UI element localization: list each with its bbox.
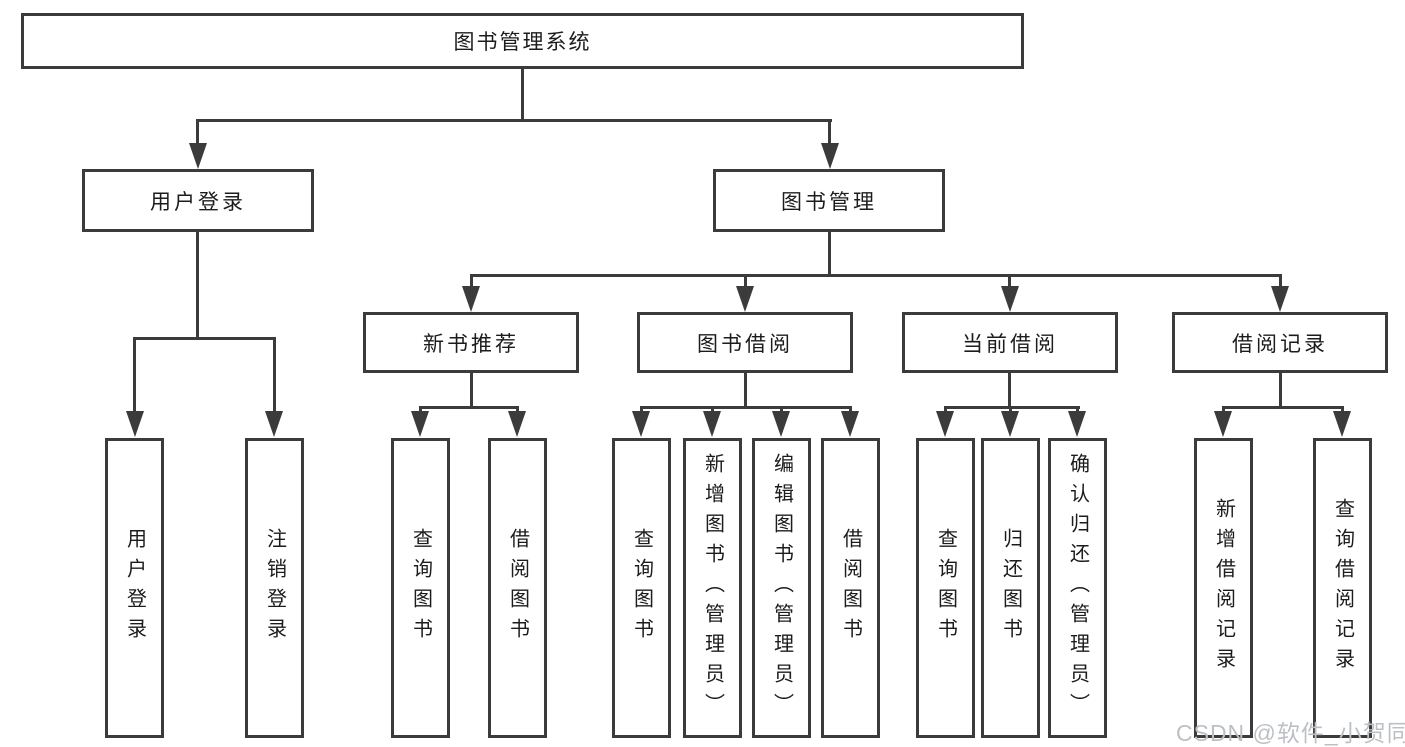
- leaf-borrow-books-recommend: 借阅图书: [488, 438, 547, 738]
- connector-line: [1076, 406, 1079, 415]
- leaf-add-book-admin: 新增图书（管理员）: [683, 438, 742, 738]
- arrow-down-icon: [126, 411, 144, 437]
- arrow-down-icon: [841, 411, 859, 437]
- leaf-edit-book-admin-label: 编辑图书（管理员）: [770, 453, 793, 723]
- connector-line: [744, 274, 747, 288]
- arrow-down-icon: [936, 411, 954, 437]
- node-current-borrow-label: 当前借阅: [962, 332, 1058, 356]
- node-user-login: 用户登录: [82, 169, 314, 232]
- node-root: 图书管理系统: [21, 13, 1024, 69]
- connector-line: [944, 406, 1080, 409]
- connector-line: [134, 337, 276, 340]
- connector-line: [133, 337, 136, 413]
- connector-line: [1279, 274, 1282, 288]
- connector-line: [419, 406, 519, 409]
- leaf-user-login: 用户登录: [105, 438, 164, 738]
- leaf-confirm-return-admin: 确认归还（管理员）: [1048, 438, 1107, 738]
- arrow-down-icon: [772, 411, 790, 437]
- connector-line: [196, 119, 199, 146]
- connector-line: [470, 274, 1282, 277]
- connector-line: [1008, 373, 1011, 409]
- connector-line: [640, 406, 643, 415]
- connector-line: [273, 337, 276, 413]
- leaf-return-book-label: 归还图书: [999, 528, 1022, 648]
- connector-line: [1222, 406, 1344, 409]
- leaf-edit-book-admin: 编辑图书（管理员）: [752, 438, 811, 738]
- connector-line: [196, 232, 199, 340]
- connector-line: [944, 406, 947, 415]
- arrow-down-icon: [265, 411, 283, 437]
- connector-line: [1222, 406, 1225, 415]
- leaf-query-borrow-record-label: 查询借阅记录: [1331, 498, 1354, 678]
- node-new-book-recommend: 新书推荐: [363, 312, 579, 373]
- leaf-borrow-books-recommend-label: 借阅图书: [506, 528, 529, 648]
- leaf-query-books-recommend-label: 查询图书: [409, 528, 432, 648]
- node-book-management: 图书管理: [713, 169, 945, 232]
- connector-line: [744, 373, 747, 409]
- arrow-down-icon: [1068, 411, 1086, 437]
- leaf-add-borrow-record-label: 新增借阅记录: [1212, 498, 1235, 678]
- connector-line: [828, 119, 831, 146]
- connector-line: [521, 69, 524, 120]
- leaf-add-borrow-record: 新增借阅记录: [1194, 438, 1253, 738]
- arrow-down-icon: [632, 411, 650, 437]
- leaf-query-books-current-label: 查询图书: [934, 528, 957, 648]
- connector-line: [470, 373, 473, 409]
- node-book-management-label: 图书管理: [781, 190, 877, 214]
- leaf-user-login-label: 用户登录: [123, 528, 146, 648]
- connector-line: [1279, 373, 1282, 409]
- leaf-logout-label: 注销登录: [263, 528, 286, 648]
- connector-line: [640, 406, 852, 409]
- leaf-return-book: 归还图书: [981, 438, 1040, 738]
- leaf-borrow-books: 借阅图书: [821, 438, 880, 738]
- arrow-down-icon: [411, 411, 429, 437]
- connector-line: [1009, 406, 1012, 415]
- arrow-down-icon: [189, 143, 207, 169]
- arrow-down-icon: [703, 411, 721, 437]
- arrow-down-icon: [508, 411, 526, 437]
- node-book-borrow-label: 图书借阅: [697, 332, 793, 356]
- connector-line: [1341, 406, 1344, 415]
- connector-line: [470, 274, 473, 288]
- leaf-borrow-books-label: 借阅图书: [839, 528, 862, 648]
- csdn-watermark: CSDN @软件_小贺同学: [1176, 720, 1405, 746]
- connector-line: [516, 406, 519, 415]
- arrow-down-icon: [736, 286, 754, 312]
- arrow-down-icon: [462, 286, 480, 312]
- arrow-down-icon: [821, 143, 839, 169]
- leaf-confirm-return-admin-label: 确认归还（管理员）: [1066, 453, 1089, 723]
- connector-line: [419, 406, 422, 415]
- node-user-login-label: 用户登录: [150, 190, 246, 214]
- node-borrow-records-label: 借阅记录: [1232, 332, 1328, 356]
- node-book-borrow: 图书借阅: [637, 312, 853, 373]
- connector-line: [849, 406, 852, 415]
- leaf-logout: 注销登录: [245, 438, 304, 738]
- arrow-down-icon: [1214, 411, 1232, 437]
- connector-line: [828, 232, 831, 277]
- leaf-add-book-admin-label: 新增图书（管理员）: [701, 453, 724, 723]
- leaf-query-books-recommend: 查询图书: [391, 438, 450, 738]
- arrow-down-icon: [1271, 286, 1289, 312]
- connector-line: [1008, 274, 1011, 288]
- connector-line: [196, 119, 832, 122]
- leaf-query-books-current: 查询图书: [916, 438, 975, 738]
- node-new-book-recommend-label: 新书推荐: [423, 332, 519, 356]
- connector-line: [780, 406, 783, 415]
- arrow-down-icon: [1001, 411, 1019, 437]
- arrow-down-icon: [1001, 286, 1019, 312]
- connector-line: [711, 406, 714, 415]
- node-root-label: 图书管理系统: [453, 31, 592, 54]
- arrow-down-icon: [1333, 411, 1351, 437]
- node-current-borrow: 当前借阅: [902, 312, 1118, 373]
- leaf-query-books-borrow-label: 查询图书: [630, 528, 653, 648]
- node-borrow-records: 借阅记录: [1172, 312, 1388, 373]
- leaf-query-borrow-record: 查询借阅记录: [1313, 438, 1372, 738]
- leaf-query-books-borrow: 查询图书: [612, 438, 671, 738]
